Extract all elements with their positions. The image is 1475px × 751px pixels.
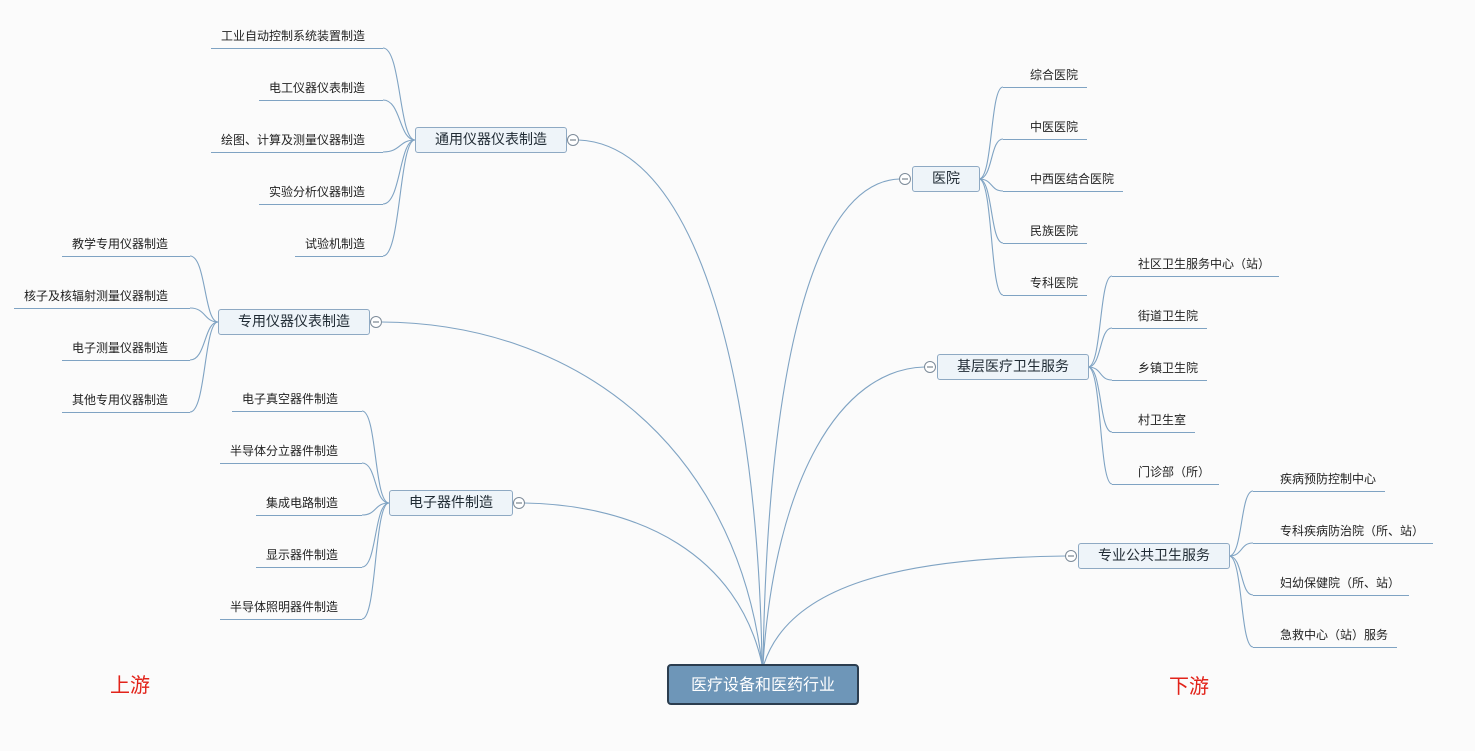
connector-leaf	[978, 138, 1004, 180]
leaf-topic[interactable]: 综合医院	[1003, 65, 1088, 88]
leaf-topic[interactable]: 电工仪器仪表制造	[258, 78, 383, 101]
minus-circle-icon[interactable]	[513, 497, 525, 509]
connector-leaf	[382, 139, 416, 205]
leaf-topic[interactable]: 专科疾病防治院（所、站）	[1253, 521, 1434, 544]
connector-leaf	[189, 321, 219, 361]
branch-topic-primary-care[interactable]: 基层医疗卫生服务	[937, 354, 1089, 380]
connector-leaf	[382, 139, 416, 257]
leaf-topic[interactable]: 核子及核辐射测量仪器制造	[13, 286, 190, 309]
connector-root-downstream-1	[762, 366, 925, 665]
minus-circle-icon[interactable]	[567, 134, 579, 146]
leaf-topic[interactable]: 专科医院	[1003, 273, 1088, 296]
connector-root-downstream-2	[763, 555, 1066, 665]
section-label-upstream[interactable]: 上游	[110, 673, 150, 697]
connector-leaf	[1087, 275, 1113, 368]
leaf-topic[interactable]: 民族医院	[1003, 221, 1088, 244]
branch-topic-hospitals[interactable]: 医院	[912, 166, 980, 192]
leaf-topic[interactable]: 中医医院	[1003, 117, 1088, 140]
minus-circle-icon[interactable]	[899, 173, 911, 185]
connector-root-upstream-2	[524, 502, 763, 665]
connector-leaf	[361, 410, 390, 504]
connector-leaf	[382, 139, 416, 153]
connector-leaf	[382, 99, 416, 141]
leaf-topic[interactable]: 门诊部（所）	[1112, 462, 1220, 485]
leaf-topic[interactable]: 其他专用仪器制造	[61, 390, 190, 413]
connector-leaf	[1228, 555, 1254, 596]
connector-leaf	[1087, 366, 1113, 433]
branch-topic-electronic-devices[interactable]: 电子器件制造	[389, 490, 513, 516]
leaf-topic[interactable]: 工业自动控制系统装置制造	[210, 26, 383, 49]
connector-leaf	[978, 86, 1004, 180]
connector-leaf	[189, 321, 219, 413]
connector-root-upstream-0	[578, 139, 763, 665]
leaf-topic[interactable]: 半导体分立器件制造	[219, 441, 362, 464]
connector-leaf	[1087, 366, 1113, 381]
connector-leaf	[1087, 327, 1113, 368]
connector-leaf	[361, 502, 390, 568]
leaf-topic[interactable]: 显示器件制造	[255, 545, 362, 568]
leaf-topic[interactable]: 街道卫生院	[1112, 306, 1208, 329]
connector-leaf	[978, 178, 1004, 296]
connector-leaf	[1228, 490, 1254, 557]
leaf-topic[interactable]: 实验分析仪器制造	[258, 182, 383, 205]
leaf-topic[interactable]: 村卫生室	[1112, 410, 1196, 433]
connector-leaf	[382, 47, 416, 141]
connector-leaf	[361, 462, 390, 504]
minus-circle-icon[interactable]	[1065, 550, 1077, 562]
connector-leaf	[978, 178, 1004, 192]
connector-leaf	[1087, 366, 1113, 485]
leaf-topic[interactable]: 急救中心（站）服务	[1253, 625, 1398, 648]
connector-leaf	[361, 502, 390, 620]
minus-circle-icon[interactable]	[370, 316, 382, 328]
connector-root-downstream-0	[762, 178, 900, 665]
central-topic[interactable]: 医疗设备和医药行业	[667, 664, 859, 705]
connector-leaf	[978, 178, 1004, 244]
leaf-topic[interactable]: 电子测量仪器制造	[61, 338, 190, 361]
leaf-topic[interactable]: 绘图、计算及测量仪器制造	[210, 130, 383, 153]
connector-leaf	[189, 255, 219, 323]
leaf-topic[interactable]: 半导体照明器件制造	[219, 597, 362, 620]
branch-topic-general-instruments[interactable]: 通用仪器仪表制造	[415, 127, 567, 153]
connector-leaf	[361, 502, 390, 516]
leaf-topic[interactable]: 电子真空器件制造	[231, 389, 362, 412]
branch-topic-special-instruments[interactable]: 专用仪器仪表制造	[218, 309, 370, 335]
leaf-topic[interactable]: 妇幼保健院（所、站）	[1253, 573, 1410, 596]
connector-leaf	[1228, 542, 1254, 557]
connector-leaf	[1228, 555, 1254, 648]
leaf-topic[interactable]: 乡镇卫生院	[1112, 358, 1208, 381]
leaf-topic[interactable]: 试验机制造	[294, 234, 383, 257]
minus-circle-icon[interactable]	[924, 361, 936, 373]
branch-topic-public-health[interactable]: 专业公共卫生服务	[1078, 543, 1230, 569]
leaf-topic[interactable]: 集成电路制造	[255, 493, 362, 516]
leaf-topic[interactable]: 教学专用仪器制造	[61, 234, 190, 257]
leaf-topic[interactable]: 中西医结合医院	[1003, 169, 1124, 192]
leaf-topic[interactable]: 社区卫生服务中心（站）	[1112, 254, 1280, 277]
leaf-topic[interactable]: 疾病预防控制中心	[1253, 469, 1386, 492]
section-label-downstream[interactable]: 下游	[1169, 674, 1209, 698]
connector-leaf	[189, 307, 219, 323]
